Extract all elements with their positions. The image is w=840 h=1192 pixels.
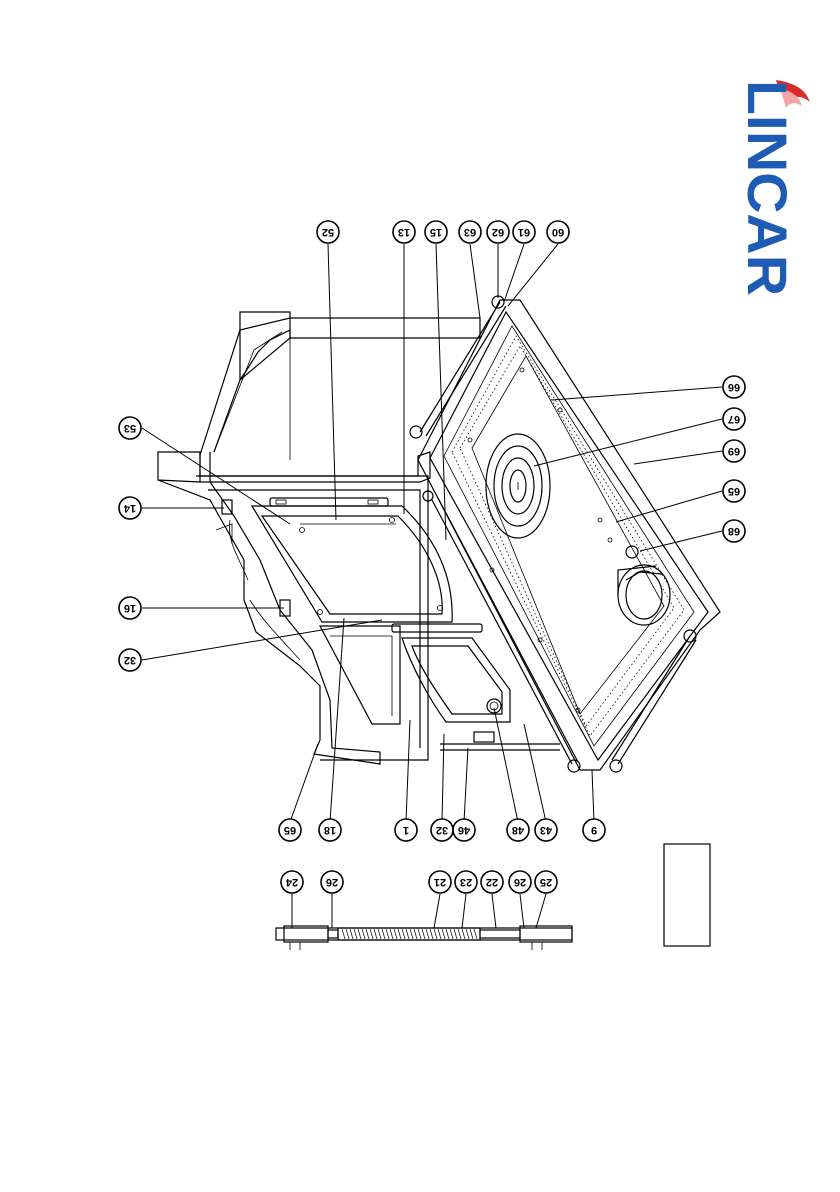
callout-number: 67 [728, 413, 740, 425]
callout-number: 26 [326, 876, 338, 888]
callout-number: 21 [434, 876, 446, 888]
callout-number: 16 [124, 602, 136, 614]
callout-48: 48 [507, 819, 529, 841]
callout-number: 52 [322, 226, 334, 238]
callout-63: 63 [459, 221, 481, 243]
callout-32: 32 [431, 819, 453, 841]
callout-69: 69 [723, 440, 745, 462]
callout-15: 15 [425, 221, 447, 243]
callout-26: 26 [509, 871, 531, 893]
callout-67: 67 [723, 408, 745, 430]
callout-number: 62 [492, 226, 504, 238]
callout-16: 16 [119, 597, 141, 619]
callout-number: 25 [540, 876, 552, 888]
callout-number: 14 [123, 502, 136, 514]
callout-number: 61 [518, 226, 530, 238]
callout-number: 32 [436, 824, 448, 836]
callout-1: 1 [395, 819, 417, 841]
callout-32: 32 [119, 649, 141, 671]
callout-number: 53 [124, 422, 136, 434]
callout-65: 65 [279, 819, 301, 841]
callout-24: 24 [281, 871, 303, 893]
callout-number: 43 [540, 824, 552, 836]
callout-number: 65 [284, 824, 296, 836]
callout-number: 63 [464, 226, 476, 238]
callout-46: 46 [453, 819, 475, 841]
callout-labels: 52 13 15 63 62 61 60 66 67 69 65 68 53 14 16 32 65 18 1 32 4… [119, 221, 745, 893]
callout-23: 23 [455, 871, 477, 893]
callout-21: 21 [429, 871, 451, 893]
callout-number: 46 [458, 824, 470, 836]
logo-text: LINCAR [736, 80, 799, 296]
callout-61: 61 [513, 221, 535, 243]
callout-number: 60 [552, 226, 564, 238]
callout-number: 24 [285, 876, 298, 888]
threaded-rod-detail [276, 926, 572, 950]
callout-66: 66 [723, 376, 745, 398]
callout-number: 18 [324, 824, 336, 836]
callout-26: 26 [321, 871, 343, 893]
callout-52: 52 [317, 221, 339, 243]
callout-68: 68 [723, 520, 745, 542]
callout-number: 48 [512, 824, 524, 836]
callout-43: 43 [535, 819, 557, 841]
callout-62: 62 [487, 221, 509, 243]
callout-number: 22 [486, 876, 498, 888]
callout-number: 69 [728, 445, 740, 457]
stove-assembly-drawing [158, 296, 720, 772]
callout-25: 25 [535, 871, 557, 893]
lincar-logo: LINCAR [736, 80, 810, 296]
callout-22: 22 [481, 871, 503, 893]
callout-53: 53 [119, 417, 141, 439]
reference-box [664, 844, 710, 946]
callout-number: 68 [728, 525, 740, 537]
callout-number: 23 [460, 876, 472, 888]
callout-65: 65 [723, 480, 745, 502]
callout-number: 9 [591, 824, 597, 836]
callout-number: 13 [398, 226, 410, 238]
callout-number: 65 [728, 485, 740, 497]
callout-number: 66 [728, 381, 740, 393]
callout-13: 13 [393, 221, 415, 243]
callout-14: 14 [119, 497, 141, 519]
callout-number: 1 [403, 824, 409, 836]
callout-60: 60 [547, 221, 569, 243]
callout-18: 18 [319, 819, 341, 841]
callout-number: 32 [124, 654, 136, 666]
callout-number: 26 [514, 876, 526, 888]
callout-9: 9 [583, 819, 605, 841]
callout-number: 15 [430, 226, 442, 238]
